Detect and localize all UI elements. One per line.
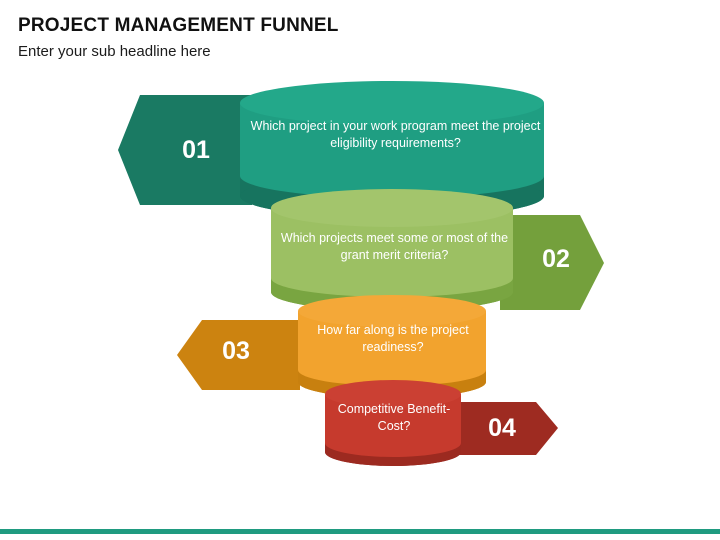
stage-3-arrow-shape[interactable] [177, 320, 300, 390]
stage-2-top-ellipse [271, 189, 513, 227]
stage-2-arrow-shape[interactable] [500, 215, 604, 310]
stage-4-arrow-shape[interactable] [452, 402, 558, 455]
page-subtitle: Enter your sub headline here [18, 43, 211, 60]
stage-4-band-body[interactable] [325, 394, 461, 457]
page-title: PROJECT MANAGEMENT FUNNEL [18, 15, 339, 36]
stage-1-band-body[interactable] [240, 103, 544, 198]
stage-1-arrow-shape[interactable] [118, 95, 252, 205]
stage-3-top-ellipse [298, 295, 486, 327]
stage-2-band-body[interactable] [271, 208, 513, 297]
bottom-accent-bar [0, 529, 720, 534]
stage-4-top-ellipse [325, 380, 461, 408]
slide-header: PROJECT MANAGEMENT FUNNEL Enter your sub… [18, 14, 618, 63]
funnel-stage-2[interactable] [271, 189, 604, 311]
funnel-stage-3[interactable] [177, 295, 486, 398]
stage-3-band-body[interactable] [298, 311, 486, 386]
stage-1-top-ellipse [240, 81, 544, 125]
funnel-stage-4[interactable] [325, 380, 558, 466]
